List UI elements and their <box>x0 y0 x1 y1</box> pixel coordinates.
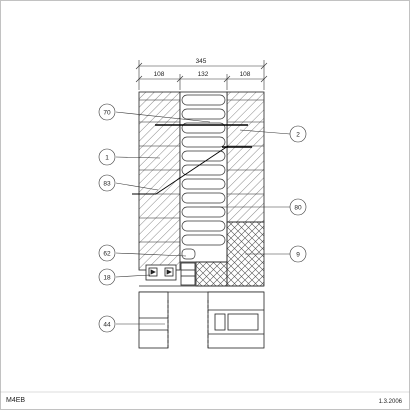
callout-80: 80 <box>210 198 307 216</box>
callout-18: 18 <box>98 268 151 286</box>
svg-text:44: 44 <box>103 322 111 329</box>
callout-9: 9 <box>245 245 307 263</box>
footing <box>138 262 265 349</box>
right-leaf <box>226 91 265 223</box>
dimension-right: 108 <box>240 71 251 78</box>
svg-text:62: 62 <box>103 251 111 258</box>
svg-text:2: 2 <box>296 132 300 139</box>
drawing-code: M4EB <box>6 397 26 404</box>
callout-62: 62 <box>98 244 187 262</box>
svg-text:18: 18 <box>103 275 111 282</box>
svg-text:70: 70 <box>103 110 111 117</box>
lower-wall-right <box>207 291 265 349</box>
bearing-pad <box>180 262 196 286</box>
callouts: 70 2 1 83 80 9 62 <box>98 103 307 333</box>
svg-text:83: 83 <box>103 181 111 188</box>
svg-text:1: 1 <box>105 155 109 162</box>
wall-ties <box>132 124 252 195</box>
drawing-date: 1.3.2006 <box>378 399 402 405</box>
dimension-left: 108 <box>154 71 165 78</box>
left-leaf <box>138 91 181 271</box>
insulation-loops <box>181 94 226 260</box>
lintel-lower <box>195 261 228 287</box>
dimension-middle: 132 <box>198 71 209 78</box>
callout-2: 2 <box>239 125 307 143</box>
callout-44: 44 <box>98 315 165 333</box>
dimension-chain <box>135 60 268 90</box>
callout-1: 1 <box>98 148 161 166</box>
dimension-total: 345 <box>196 58 207 65</box>
right-courses <box>227 99 264 195</box>
lower-wall-left <box>138 291 169 349</box>
drainage-pipe <box>145 264 177 281</box>
callout-83: 83 <box>98 174 159 192</box>
callout-70: 70 <box>98 103 211 123</box>
svg-text:9: 9 <box>296 252 300 259</box>
svg-text:80: 80 <box>294 205 302 212</box>
insulation-cavity <box>179 91 228 263</box>
